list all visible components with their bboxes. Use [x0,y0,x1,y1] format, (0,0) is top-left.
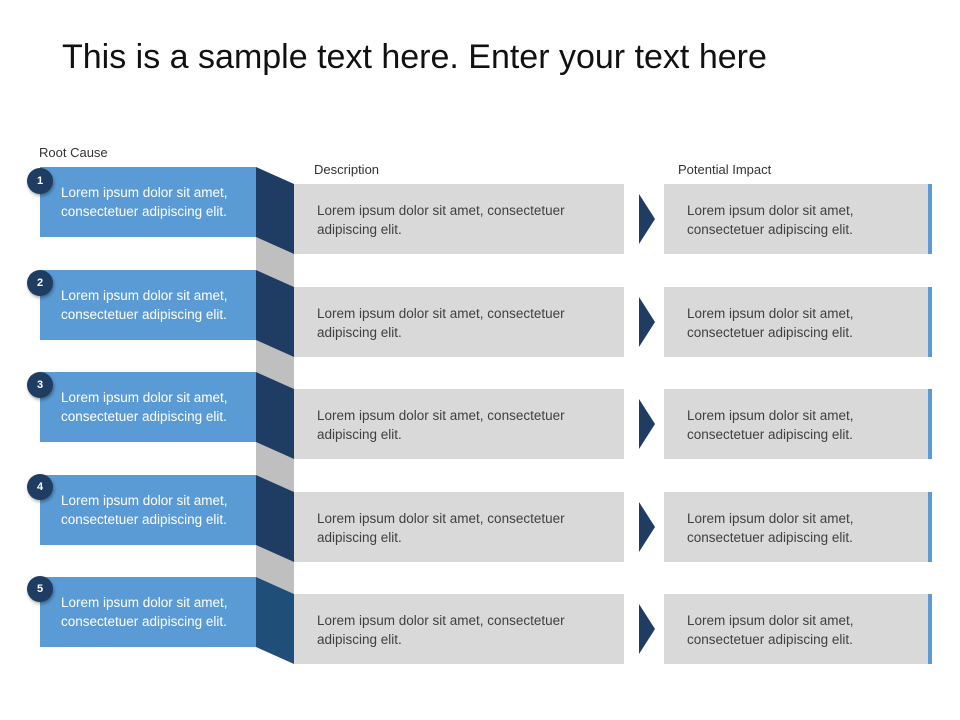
connector-gray-2 [256,340,294,389]
impact-box-1: Lorem ipsum dolor sit amet, consectetuer… [664,184,932,254]
fold-2 [256,270,294,357]
step-badge-4: 4 [27,474,53,500]
header-description: Description [314,162,380,177]
fold-3 [256,372,294,459]
step-badge-1: 1 [27,168,53,194]
step-badge-2: 2 [27,270,53,296]
connector-gray-4 [256,545,294,594]
impact-box-5: Lorem ipsum dolor sit amet, consectetuer… [664,594,932,664]
root-cause-box-2: Lorem ipsum dolor sit amet, consectetuer… [40,270,256,340]
impact-box-3: Lorem ipsum dolor sit amet, consectetuer… [664,389,932,459]
header-root-cause: Root Cause [39,145,108,160]
fold-1 [256,167,294,254]
arrow-5 [639,604,655,654]
root-cause-box-4: Lorem ipsum dolor sit amet, consectetuer… [40,475,256,545]
connector-gray-1 [256,237,294,287]
arrow-2 [639,297,655,347]
fold-4 [256,475,294,562]
description-box-4: Lorem ipsum dolor sit amet, consectetuer… [294,492,624,562]
header-potential-impact: Potential Impact [678,162,772,177]
root-cause-box-3: Lorem ipsum dolor sit amet, consectetuer… [40,372,256,442]
fold-5 [256,577,294,664]
description-box-3: Lorem ipsum dolor sit amet, consectetuer… [294,389,624,459]
arrow-3 [639,399,655,449]
page-title: This is a sample text here. Enter your t… [62,38,767,76]
description-box-2: Lorem ipsum dolor sit amet, consectetuer… [294,287,624,357]
root-cause-box-5: Lorem ipsum dolor sit amet, consectetuer… [40,577,256,647]
arrow-4 [639,502,655,552]
arrow-1 [639,194,655,244]
connector-gray-3 [256,442,294,492]
step-badge-5: 5 [27,576,53,602]
description-box-5: Lorem ipsum dolor sit amet, consectetuer… [294,594,624,664]
root-cause-box-1: Lorem ipsum dolor sit amet, consectetuer… [40,167,256,237]
impact-box-4: Lorem ipsum dolor sit amet, consectetuer… [664,492,932,562]
description-box-1: Lorem ipsum dolor sit amet, consectetuer… [294,184,624,254]
step-badge-3: 3 [27,372,53,398]
impact-box-2: Lorem ipsum dolor sit amet, consectetuer… [664,287,932,357]
